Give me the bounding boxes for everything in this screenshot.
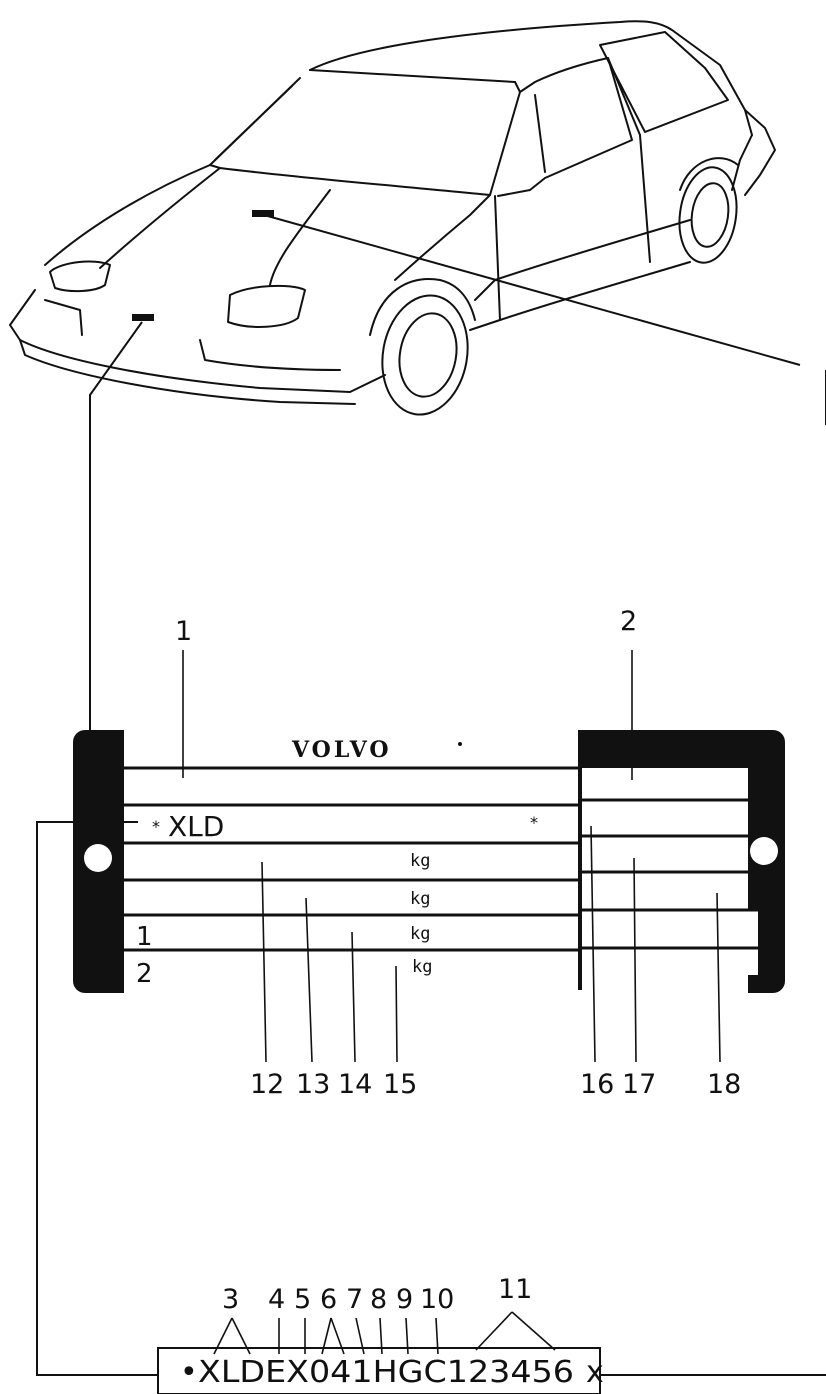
callout-4: 4 — [268, 1284, 285, 1315]
callout-16: 16 — [580, 1069, 614, 1100]
callout-17: 17 — [622, 1069, 656, 1100]
vin-callouts: 3 4 5 6 7 8 9 10 11 — [222, 1274, 532, 1315]
callout-11: 11 — [498, 1274, 532, 1305]
svg-text:*: * — [530, 813, 538, 832]
callout-12: 12 — [250, 1069, 284, 1100]
vin-strip: • XLDEX041HGC123456 x — [36, 821, 826, 1394]
plate-unit-row-3: kg — [410, 924, 430, 944]
callout-15: 15 — [383, 1069, 417, 1100]
mounting-hole-right — [750, 837, 778, 865]
callout-6: 6 — [320, 1284, 337, 1315]
type-plate: VOLVO XLD * * kg kg kg kg 1 2 — [73, 730, 785, 993]
plate-unit-row-2: kg — [410, 889, 430, 909]
callout-13: 13 — [296, 1069, 330, 1100]
callout-2: 2 — [620, 606, 637, 637]
callout-10: 10 — [420, 1284, 454, 1315]
callout-1: 1 — [175, 616, 192, 647]
callout-14: 14 — [338, 1069, 372, 1100]
mounting-hole-left — [84, 844, 112, 872]
svg-text:*: * — [152, 817, 160, 836]
car-illustration — [9, 20, 776, 416]
callout-7: 7 — [346, 1284, 363, 1315]
plate-axle-2: 2 — [136, 959, 153, 989]
plate-unit-row-4: kg — [412, 957, 432, 977]
callout-5: 5 — [294, 1284, 311, 1315]
vin-code: XLDEX041HGC123456 — [198, 1355, 574, 1390]
plate-axle-1: 1 — [136, 922, 153, 952]
plate-callouts: 1 2 12 13 14 15 16 17 18 — [175, 606, 741, 1100]
leader-lines — [89, 214, 826, 735]
plate-unit-row-1: kg — [410, 851, 430, 871]
callout-8: 8 — [370, 1284, 387, 1315]
callout-18: 18 — [707, 1069, 741, 1100]
callout-9: 9 — [396, 1284, 413, 1315]
svg-text:•: • — [180, 1355, 198, 1390]
callout-3: 3 — [222, 1284, 239, 1315]
vin-callout-lines — [213, 1311, 556, 1355]
plate-brand: VOLVO — [291, 737, 392, 763]
svg-text:x: x — [586, 1355, 604, 1390]
plate-vin-prefix: XLD — [168, 810, 224, 843]
plate-callout-lines — [182, 650, 721, 1063]
